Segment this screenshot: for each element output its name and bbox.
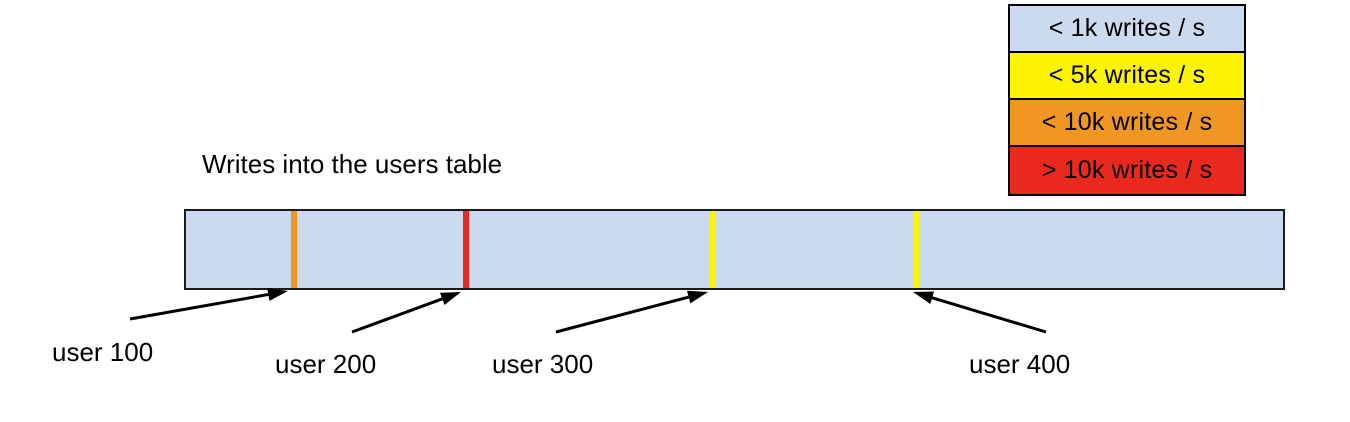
diagram-caption: Writes into the users table: [202, 149, 503, 179]
callout-label-user-300: user 300: [492, 349, 594, 379]
legend: < 1k writes / s < 5k writes / s < 10k wr…: [1008, 4, 1246, 196]
stripe-user-100: [291, 211, 297, 288]
legend-item-lt-1k: < 1k writes / s: [1010, 6, 1244, 53]
legend-item-lt-10k: < 10k writes / s: [1010, 100, 1244, 147]
arrow-shaft-user-300: [555, 294, 695, 334]
callout-label-user-400: user 400: [969, 349, 1071, 379]
legend-item-label: < 5k writes / s: [1048, 61, 1206, 89]
arrow-head-user-100: [267, 288, 288, 301]
legend-item-label: < 10k writes / s: [1041, 108, 1213, 136]
stripe-user-300: [710, 211, 716, 288]
arrow-shaft-user-200: [351, 295, 449, 334]
legend-item-gt-10k: > 10k writes / s: [1010, 147, 1244, 194]
callout-label-user-200: user 200: [275, 349, 377, 379]
stripe-user-200: [463, 211, 469, 288]
users-table-bar: [184, 209, 1285, 290]
arrow-head-user-200: [439, 292, 461, 305]
stripe-user-400: [913, 211, 919, 288]
bar-stripes: [186, 211, 1283, 288]
arrow-shaft-user-400: [925, 294, 1047, 334]
arrow-shaft-user-100: [129, 291, 275, 321]
legend-item-lt-5k: < 5k writes / s: [1010, 53, 1244, 100]
legend-item-label: < 1k writes / s: [1048, 14, 1206, 42]
arrow-head-user-300: [687, 290, 708, 304]
callout-label-user-100: user 100: [52, 337, 154, 367]
legend-item-label: > 10k writes / s: [1041, 156, 1213, 184]
arrow-head-user-400: [913, 291, 935, 304]
